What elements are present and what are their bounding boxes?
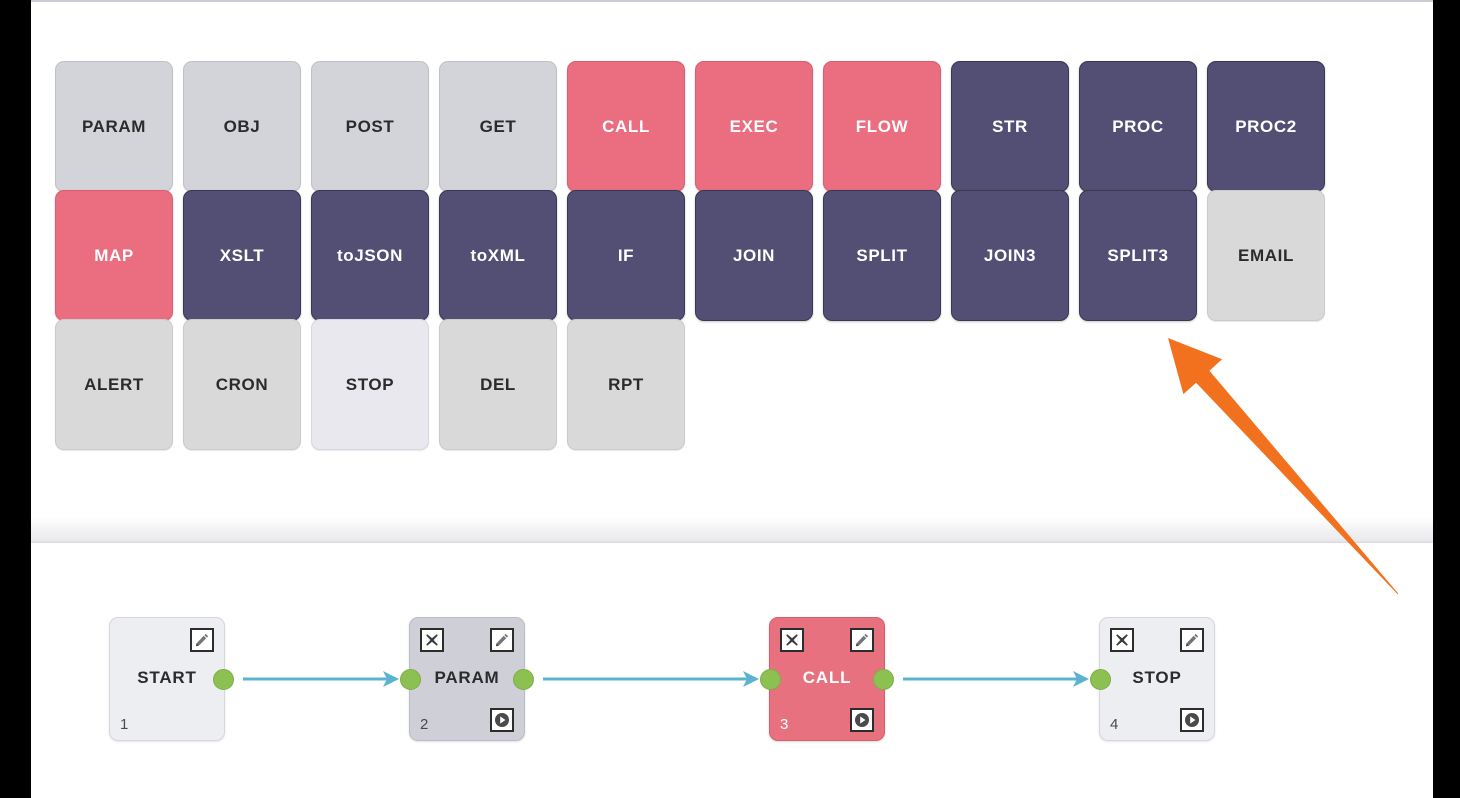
palette-button-join[interactable]: JOIN — [695, 190, 813, 321]
palette-button-label: RPT — [608, 374, 644, 394]
flow-node-title: CALL — [802, 668, 852, 687]
output-port[interactable] — [213, 669, 234, 690]
palette-row-3: ALERT CRON STOP DEL RPT — [55, 319, 685, 450]
palette-button-label: STR — [992, 116, 1028, 136]
flow-node-index: 3 — [780, 716, 789, 733]
palette-button-label: CALL — [602, 116, 650, 136]
play-icon[interactable] — [1180, 708, 1204, 732]
palette-button-split[interactable]: SPLIT — [823, 190, 941, 321]
flow-node-stop[interactable]: STOP 4 — [1090, 617, 1215, 741]
pencil-icon[interactable] — [490, 628, 514, 652]
palette-button-label: FLOW — [855, 116, 909, 136]
palette-button-label: JOIN — [732, 245, 776, 265]
palette-button-proc[interactable]: PROC — [1079, 61, 1197, 192]
close-icon[interactable] — [780, 628, 804, 652]
flow-node-index: 1 — [120, 716, 129, 733]
palette-button-if[interactable]: IF — [567, 190, 685, 321]
connector-param-to-call — [543, 671, 759, 687]
palette-button-param[interactable]: PARAM — [55, 61, 173, 192]
output-port[interactable] — [873, 669, 894, 690]
pencil-icon[interactable] — [1180, 628, 1204, 652]
play-icon[interactable] — [850, 708, 874, 732]
play-icon[interactable] — [490, 708, 514, 732]
palette-button-label: OBJ — [223, 116, 261, 136]
palette-button-label: EMAIL — [1238, 245, 1294, 265]
flow-node-title: PARAM — [434, 668, 500, 687]
palette-button-alert[interactable]: ALERT — [55, 319, 173, 450]
palette-button-label: GET — [479, 116, 517, 136]
connector-start-to-param — [243, 671, 399, 687]
palette-button-proc2[interactable]: PROC2 — [1207, 61, 1325, 192]
pencil-icon[interactable] — [850, 628, 874, 652]
input-port[interactable] — [760, 669, 781, 690]
palette-button-label: SPLIT — [856, 245, 908, 265]
palette-button-label: CRON — [215, 374, 269, 394]
flow-node-title: STOP — [1132, 668, 1182, 687]
palette-button-str[interactable]: STR — [951, 61, 1069, 192]
palette-button-cron[interactable]: CRON — [183, 319, 301, 450]
palette-button-obj[interactable]: OBJ — [183, 61, 301, 192]
palette-button-label: ALERT — [84, 374, 144, 394]
input-port[interactable] — [400, 669, 421, 690]
palette-button-label: JOIN3 — [983, 245, 1037, 265]
flow-connectors — [243, 671, 1089, 687]
palette-button-label: PARAM — [81, 116, 147, 136]
flow-canvas[interactable]: START 1 PARAM 2 CALL 3 STOP 4 — [31, 544, 1433, 798]
palette-button-split3[interactable]: SPLIT3 — [1079, 190, 1197, 321]
palette-button-label: PROC — [1112, 116, 1164, 136]
palette-button-label: EXEC — [729, 116, 779, 136]
palette-button-xslt[interactable]: XSLT — [183, 190, 301, 321]
palette-button-email[interactable]: EMAIL — [1207, 190, 1325, 321]
flow-node-index: 4 — [1110, 716, 1119, 733]
close-icon[interactable] — [1110, 628, 1134, 652]
palette-button-label: DEL — [480, 374, 516, 394]
output-port[interactable] — [513, 669, 534, 690]
palette-button-call[interactable]: CALL — [567, 61, 685, 192]
palette-button-label: toJSON — [337, 245, 403, 265]
palette-button-label: XSLT — [219, 245, 265, 265]
flow-node-start[interactable]: START 1 — [109, 617, 234, 741]
palette-button-post[interactable]: POST — [311, 61, 429, 192]
flow-node-index: 2 — [420, 716, 429, 733]
panel-separator — [31, 517, 1433, 543]
palette-button-label: MAP — [94, 245, 134, 265]
palette-button-map[interactable]: MAP — [55, 190, 173, 321]
input-port[interactable] — [1090, 669, 1111, 690]
close-icon[interactable] — [420, 628, 444, 652]
palette-row-1: PARAM OBJ POST GET CALL EXEC FLOW STR PROC PROC2 — [55, 61, 1325, 192]
palette-button-del[interactable]: DEL — [439, 319, 557, 450]
palette-button-label: SPLIT3 — [1107, 245, 1169, 265]
palette-button-label: IF — [617, 245, 635, 265]
palette-button-join3[interactable]: JOIN3 — [951, 190, 1069, 321]
flow-node-call[interactable]: CALL 3 — [760, 617, 894, 741]
palette-row-2: MAP XSLT toJSON toXML IF JOIN SPLIT JOIN3 SPLIT3… — [55, 190, 1325, 321]
palette-button-label: PROC2 — [1235, 116, 1297, 136]
palette-button-exec[interactable]: EXEC — [695, 61, 813, 192]
palette-button-label: toXML — [470, 245, 526, 265]
connector-call-to-stop — [903, 671, 1089, 687]
palette-button-flow[interactable]: FLOW — [823, 61, 941, 192]
palette-button-toxml[interactable]: toXML — [439, 190, 557, 321]
palette-button-label: STOP — [345, 374, 395, 394]
palette-button-get[interactable]: GET — [439, 61, 557, 192]
palette-button-tojson[interactable]: toJSON — [311, 190, 429, 321]
flow-node-title: START — [137, 668, 197, 687]
palette-button-label: POST — [345, 116, 395, 136]
palette-button-rpt[interactable]: RPT — [567, 319, 685, 450]
flow-node-param[interactable]: PARAM 2 — [400, 617, 534, 741]
palette-button-stop[interactable]: STOP — [311, 319, 429, 450]
pencil-icon[interactable] — [190, 628, 214, 652]
